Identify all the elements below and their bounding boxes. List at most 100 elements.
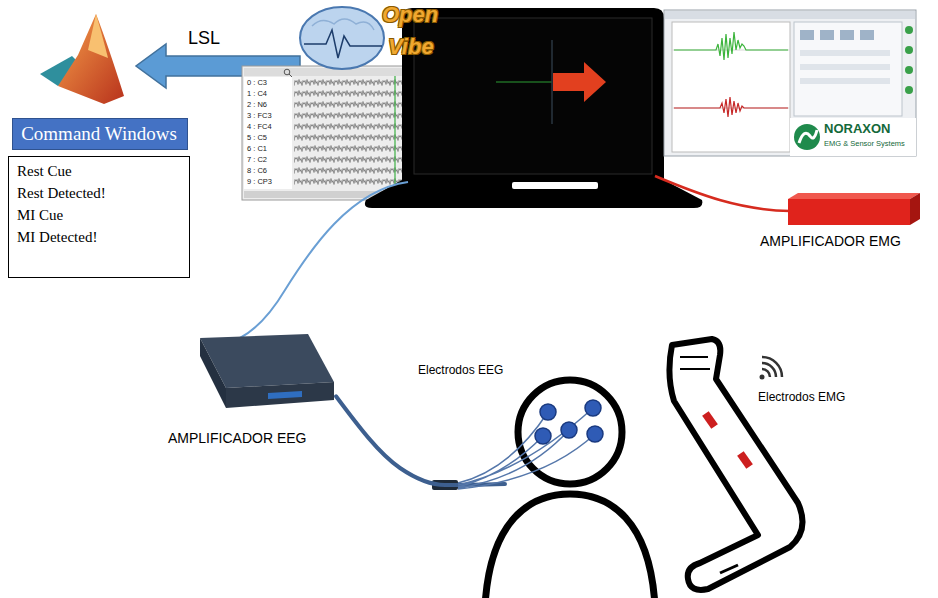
console-line: Rest Cue [17,163,72,180]
channel-name: 5 : C5 [247,132,267,143]
status-icon [905,86,913,94]
logo-swoosh [799,130,817,143]
settings-panel [794,22,902,116]
fixation-cross [496,81,552,83]
emg-burst-green [674,32,788,60]
amplifier-box [788,193,920,225]
openvibe-logo: OpenVibe [298,0,443,72]
eeg-trace [294,99,418,110]
logo-peak [58,14,124,104]
box-top [788,193,920,199]
matlab-logo [40,14,124,104]
screenshot-frame [242,66,420,200]
window-title: Command Windows [21,123,177,145]
channel-name: 4 : FC4 [247,121,272,132]
arm-figure [650,335,800,595]
eeg-trace [294,88,418,99]
eeg-trace [294,165,418,176]
laptop-base [365,180,702,208]
channel-name: 8 : C6 [247,165,267,176]
panel-field [800,50,890,56]
noraxon-logo: NORAXON EMG & Sensor Systems [790,118,916,156]
plot-area [672,22,790,152]
channel-name: 1 : C4 [247,88,267,99]
status-icon [905,46,913,54]
badge-ground [790,118,916,156]
channel-name: 0 : C3 [247,77,267,88]
eeg-trace [294,132,418,143]
panel-button [800,30,814,40]
laptop-screen [414,18,652,174]
eeg-trace [294,77,418,88]
eeg-electrode [561,422,577,438]
logo-word: Open [382,2,438,27]
touchpad [512,182,598,189]
eeg-trace [294,143,418,154]
command-window: Command WindowsRest CueRest Detected! MI … [8,118,188,279]
box-side [200,338,226,408]
eeg-trace [294,154,418,165]
toolbar [665,11,915,19]
arm-outline [669,339,802,590]
panel-button [840,30,854,40]
laptop [365,8,702,208]
link-label: LSL [188,28,220,49]
channel-column [244,77,292,189]
eeg-electrode [587,426,603,442]
magnifier-handle [289,74,292,77]
head-figure [505,370,645,598]
logo-circle [794,124,820,150]
box-front [226,382,334,408]
logo-highlight [88,14,108,58]
electrode-wires [458,408,595,489]
panel-field [800,64,890,70]
electrode-label: Electrodos EMG [758,391,845,405]
console-line: Rest Detected! [17,185,106,202]
subject-head: Electrodos EEG [505,370,645,598]
channel-name: 2 : N6 [247,99,267,110]
toolbar [244,68,418,76]
cue-arrow [553,62,606,102]
electrode-label: Electrodos EEG [418,364,503,378]
box-port [268,391,302,399]
channel-name: 3 : FC3 [247,110,272,121]
wireless-dot [760,375,765,380]
eeg-electrode [540,404,556,420]
wireless-icon [762,357,782,377]
brand-tagline: EMG & Sensor Systems [824,140,905,149]
channel-name: 6 : C1 [247,143,267,154]
skin-mark [720,565,738,573]
console-line: MI Cue [17,207,63,224]
eeg-signal-screenshot [242,66,420,200]
brain-wave [304,30,382,58]
channel-name: 9 : CP3 [247,176,272,187]
magnifier-icon [284,69,290,75]
emg-amplifier: AMPLIFICADOR EMG [788,193,920,225]
usb-cable [240,182,408,338]
status-icon [905,66,913,74]
eeg-amplifier: AMPLIFICADOR EEG [198,330,336,415]
panel-field [800,78,890,84]
emg-burst-red [674,97,788,117]
panel-button [860,30,874,40]
subject-arm: Electrodos EMG [650,335,800,595]
box-side [910,193,920,225]
time-cursor [394,76,395,190]
laptop-lid [402,8,664,180]
emg-software-screenshot [664,10,916,156]
brain-shape [300,7,384,69]
eeg-trace [294,121,418,132]
panel-button [820,30,834,40]
brand-name: NORAXON [824,122,890,137]
device-label: AMPLIFICADOR EEG [168,430,306,446]
screenshot-frame [664,10,916,156]
brain-fold [312,19,374,30]
device-label: AMPLIFICADOR EMG [760,233,901,249]
eeg-electrode [535,428,551,444]
emg-electrode [702,411,718,429]
emg-cable [655,176,790,211]
fixation-cross [551,40,553,124]
logo-word: Vibe [388,34,434,59]
